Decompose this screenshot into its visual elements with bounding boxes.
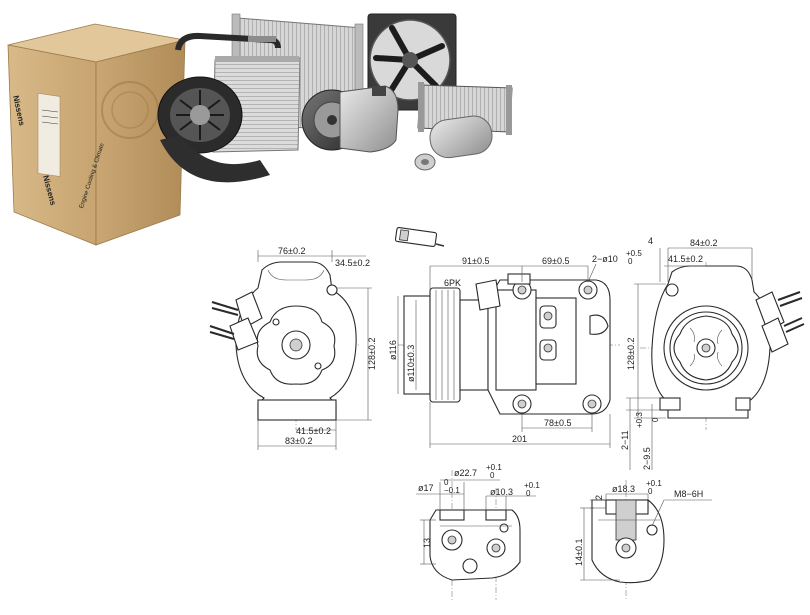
dim-length: 201 — [512, 434, 527, 444]
dim-outer-tol2: 0 — [490, 471, 495, 480]
dim-hole-tol2: 0 — [628, 257, 633, 266]
dim-hole-tol: +0.5 — [626, 249, 642, 258]
blower-motor — [157, 76, 270, 183]
side-view-dims: 91±0.5 69±0.5 2−ø10 +0.5 0 6PK ø116 ø110… — [388, 249, 642, 448]
dim-inner-tol: +0.1 — [524, 481, 540, 490]
connector-icon — [394, 226, 445, 248]
product-photo: Nissens Nissens Engine Cooling & Climate — [7, 13, 513, 246]
dim-pulley-outer: ø116 — [388, 340, 398, 360]
ac-compressor — [301, 85, 399, 153]
dim-top-width: 76±0.2 — [278, 246, 305, 256]
dim-height-dr: 14±0.1 — [574, 539, 584, 566]
left-end-view: 76±0.2 34.5±0.2 128±0.2 41.5±0.2 83±0.2 — [209, 246, 377, 450]
dim-left: ø17 — [418, 483, 434, 493]
dim-bottom-offset: 41.5±0.2 — [296, 426, 331, 436]
dim-mount-spacing: 78±0.5 — [544, 418, 571, 428]
dim-inner: ø10.3 — [490, 487, 513, 497]
dim-top-b: 69±0.5 — [542, 256, 569, 266]
dim-thread: M8−6H — [674, 489, 703, 499]
dim-top-a: 91±0.5 — [462, 256, 489, 266]
left-view-dims: 76±0.2 34.5±0.2 128±0.2 41.5±0.2 83±0.2 — [257, 246, 377, 450]
dim-hole: 2−ø10 — [592, 254, 618, 264]
dim-inner-tol2: 0 — [526, 489, 531, 498]
detail-right-dims: 2 ø18.3 +0.1 0 M8−6H 14±0.1 — [574, 479, 712, 581]
dim-height: 128±0.2 — [367, 338, 377, 370]
dim-bottom-b: 2−9.5 — [642, 447, 652, 470]
receiver-drier — [414, 115, 493, 171]
dim-bore-tol2: 0 — [648, 487, 653, 496]
dim-outer-tol: +0.1 — [486, 463, 502, 472]
dim-bottom-width: 83±0.2 — [285, 436, 312, 446]
dim-bottom-b-tol: +0.3 — [635, 412, 644, 428]
dim-top-offset-r: 41.5±0.2 — [668, 254, 703, 264]
side-view: 91±0.5 69±0.5 2−ø10 +0.5 0 6PK ø116 ø110… — [388, 226, 642, 448]
dim-height-r: 128±0.2 — [626, 338, 636, 370]
dim-height-dl: 13 — [422, 538, 432, 548]
nissens-box: Nissens Nissens Engine Cooling & Climate — [7, 23, 186, 246]
dim-belt: 6PK — [444, 278, 461, 288]
dim-left-tol: 0 — [444, 478, 449, 487]
detail-left-dims: ø22.7 +0.1 0 ø17 0 −0.1 ø10.3 +0.1 0 13 — [416, 463, 540, 565]
dim-top-width-r: 84±0.2 — [690, 238, 717, 248]
dim-pulley-inner: ø110±0.3 — [406, 345, 416, 382]
heater-core — [417, 82, 513, 135]
dim-outer: ø22.7 — [454, 468, 477, 478]
dim-bore-tol: +0.1 — [646, 479, 662, 488]
dim-top-small-dr: 2 — [594, 495, 604, 500]
dim-bottom-a: 2−11 — [620, 430, 630, 450]
detail-left: ø22.7 +0.1 0 ø17 0 −0.1 ø10.3 +0.1 0 13 — [416, 463, 540, 600]
dim-top-small: 4 — [648, 236, 653, 246]
dim-bottom-b-tol2: 0 — [651, 417, 660, 422]
right-end-view: 4 84±0.2 41.5±0.2 128±0.2 2−11 2−9.5 +0.… — [620, 236, 805, 470]
detail-right: 2 ø18.3 +0.1 0 M8−6H 14±0.1 — [574, 479, 712, 600]
dim-left-tol2: −0.1 — [444, 486, 460, 495]
right-view-dims: 4 84±0.2 41.5±0.2 128±0.2 2−11 2−9.5 +0.… — [620, 236, 753, 470]
dim-top-right: 34.5±0.2 — [335, 258, 370, 268]
dim-bore: ø18.3 — [612, 484, 635, 494]
